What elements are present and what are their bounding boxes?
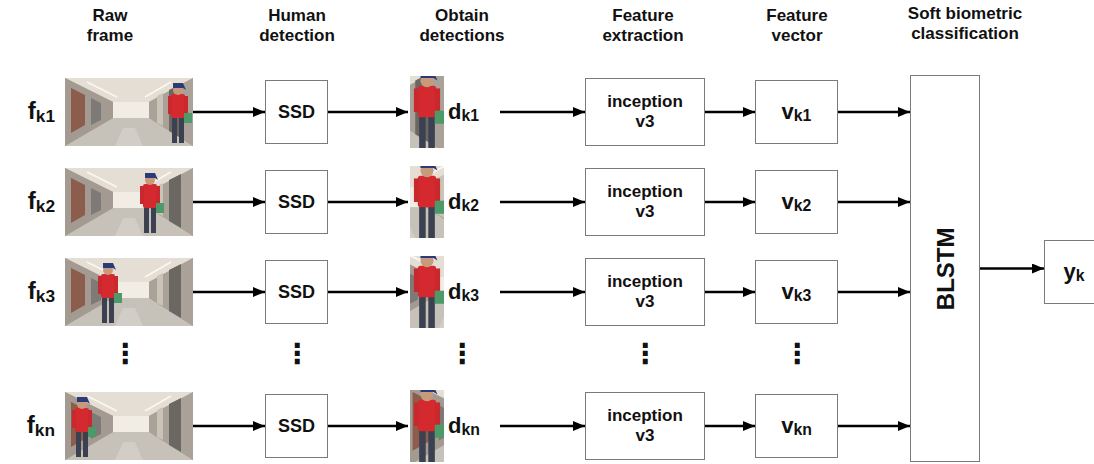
ellipsis-dots: ⋮ [630,338,660,370]
ellipsis-dots: ⋮ [282,338,312,370]
subscript: k [1076,267,1085,284]
feature-vector-box: vkn [755,394,838,458]
node-text: SSD [278,192,315,213]
node-text: vkn [781,413,812,440]
ellipsis-dots: ⋮ [447,338,477,370]
subscript: k3 [794,287,812,304]
arrow-connector [705,291,755,294]
arrow-connector [500,425,585,428]
arrow-connector [328,201,408,204]
arrow-connector [980,267,1044,270]
column-header: Soft biometric classification [900,4,1030,43]
arrow-connector [193,291,265,294]
column-header: Human detection [250,6,345,45]
node-text: vk2 [782,189,812,216]
arrow-connector [193,201,265,204]
subscript: k3 [36,286,55,306]
subscript: k2 [36,196,55,216]
detector-box: SSD [265,170,328,234]
feature-vector-box: vk1 [755,80,838,144]
detection-crop: dk1 [408,76,500,148]
feature-extractor-box: inception v3 [585,78,705,146]
arrow-connector [838,111,910,114]
arrow-connector [705,425,755,428]
output-box: yk [1044,240,1094,304]
arrow-connector [705,201,755,204]
node-text: inception v3 [601,406,689,445]
subscript: k1 [36,106,55,126]
node-text: dkn [448,413,480,440]
feature-extractor-box: inception v3 [585,392,705,460]
column-header: Feature vector [757,6,837,45]
detection-crop: dk3 [408,256,500,328]
arrow-connector [500,111,585,114]
column-header: Raw frame [75,6,145,45]
frame-label: fk1 [65,78,193,146]
detector-box: SSD [265,394,328,458]
column-header: Feature extraction [593,6,693,45]
arrow-connector [705,111,755,114]
arrow-connector [193,425,265,428]
node-text: vk3 [782,279,812,306]
detector-box: SSD [265,80,328,144]
node-text: SSD [278,416,315,437]
feature-extractor-box: inception v3 [585,258,705,326]
feature-vector-box: vk2 [755,170,838,234]
arrow-connector [328,425,408,428]
node-text: SSD [278,282,315,303]
node-text: vk1 [782,99,812,126]
arrow-connector [328,111,408,114]
frame-label: fk2 [28,187,55,216]
node-text: dk1 [448,99,479,126]
subscript: k2 [461,197,479,214]
node-text: dk3 [448,279,479,306]
subscript: k1 [461,107,479,124]
detector-box: SSD [265,260,328,324]
arrow-connector [500,201,585,204]
subscript: kn [793,421,811,438]
subscript: k3 [461,287,479,304]
ellipsis-dots: ⋮ [110,338,140,370]
arrow-connector [838,425,910,428]
feature-extractor-box: inception v3 [585,168,705,236]
ellipsis-dots: ⋮ [782,338,812,370]
arrow-connector [500,291,585,294]
detection-crop: dk2 [408,166,500,238]
node-text: BLSTM [931,227,959,310]
arrow-connector [838,201,910,204]
detection-crop: dkn [408,390,500,462]
subscript: k2 [794,197,812,214]
node-text: inception v3 [601,272,689,311]
frame-label: fkn [27,411,55,440]
arrow-connector [838,291,910,294]
feature-vector-box: vk3 [755,260,838,324]
blstm-box: BLSTM [910,75,980,462]
node-text: dk2 [448,189,479,216]
node-text: inception v3 [601,182,689,221]
arrow-connector [193,111,265,114]
frame-label: fk2 [65,168,193,236]
frame-label: fk3 [28,277,55,306]
frame-label: fk1 [28,97,55,126]
column-header: Obtain detections [412,6,512,45]
node-text: yk [1063,259,1084,286]
arrow-connector [328,291,408,294]
node-text: inception v3 [601,92,689,131]
subscript: kn [461,421,479,438]
node-text: SSD [278,102,315,123]
frame-label: fkn [65,392,193,460]
frame-label: fk3 [65,258,193,326]
subscript: kn [35,420,55,440]
subscript: k1 [794,107,812,124]
